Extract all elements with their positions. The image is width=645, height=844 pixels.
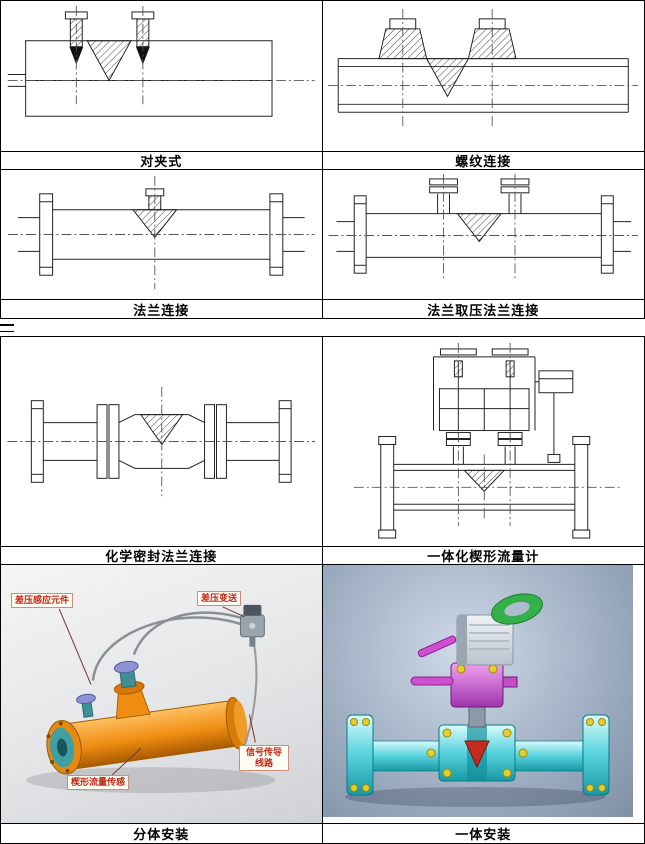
cell-integral-install bbox=[322, 565, 644, 824]
cell-integrated-meter bbox=[322, 337, 644, 547]
table-top: 对夹式 螺纹连接 bbox=[0, 0, 645, 319]
caption-wafer: 对夹式 bbox=[1, 152, 323, 170]
photo-integral-install bbox=[322, 565, 633, 817]
caption-wafer-text: 对夹式 bbox=[140, 154, 183, 169]
caption-threaded: 螺纹连接 bbox=[322, 152, 644, 170]
caption-threaded-text: 螺纹连接 bbox=[455, 154, 512, 169]
label-dp-transmitter: 差压变送 bbox=[197, 591, 242, 606]
cell-chem-seal bbox=[1, 337, 323, 547]
caption-integral-install-text: 一体安装 bbox=[455, 827, 512, 842]
cell-flange-tap bbox=[322, 170, 644, 300]
caption-integrated-meter: 一体化楔形流量计 bbox=[322, 547, 644, 565]
flange-diagram-image bbox=[7, 175, 315, 290]
photo-split-install: 差压感应元件 差压变送 楔形流量传感 信号传导线路 bbox=[1, 565, 322, 823]
cell-flange bbox=[1, 170, 323, 300]
label-dp-sensor: 差压感应元件 bbox=[11, 593, 74, 608]
cell-threaded bbox=[322, 1, 644, 152]
caption-flange-tap-text: 法兰取压法兰连接 bbox=[427, 302, 540, 318]
caption-flange: 法兰连接 bbox=[1, 300, 323, 318]
photo-integral-install-frame bbox=[322, 565, 644, 823]
caption-split-install: 分体安装 bbox=[1, 824, 323, 843]
chem-seal-diagram-image bbox=[7, 386, 316, 497]
flange-tap-diagram-image bbox=[327, 173, 638, 282]
label-wedge-sensor: 楔形流量传感 bbox=[67, 775, 130, 790]
wafer-diagram-image bbox=[7, 5, 315, 117]
cell-wafer bbox=[1, 1, 323, 152]
caption-chem-seal-text: 化学密封法兰连接 bbox=[105, 549, 218, 564]
integral-install-photo-image bbox=[344, 593, 609, 807]
caption-flange-text: 法兰连接 bbox=[133, 302, 190, 318]
cell-split-install: 差压感应元件 差压变送 楔形流量传感 信号传导线路 bbox=[1, 565, 323, 824]
integrated-meter-diagram-image bbox=[353, 342, 623, 539]
threaded-diagram-image bbox=[327, 8, 638, 129]
caption-split-install-text: 分体安装 bbox=[133, 827, 190, 842]
caption-chem-seal: 化学密封法兰连接 bbox=[1, 547, 323, 565]
label-signal-line: 信号传导线路 bbox=[239, 745, 289, 771]
table-bottom: 化学密封法兰连接 一体化楔形流量计 bbox=[0, 336, 645, 844]
table-break-mark bbox=[0, 324, 14, 332]
caption-integral-install: 一体安装 bbox=[322, 824, 644, 843]
split-install-photo-image bbox=[26, 604, 276, 794]
caption-flange-tap: 法兰取压法兰连接 bbox=[322, 300, 644, 318]
caption-integrated-meter-text: 一体化楔形流量计 bbox=[427, 549, 540, 564]
